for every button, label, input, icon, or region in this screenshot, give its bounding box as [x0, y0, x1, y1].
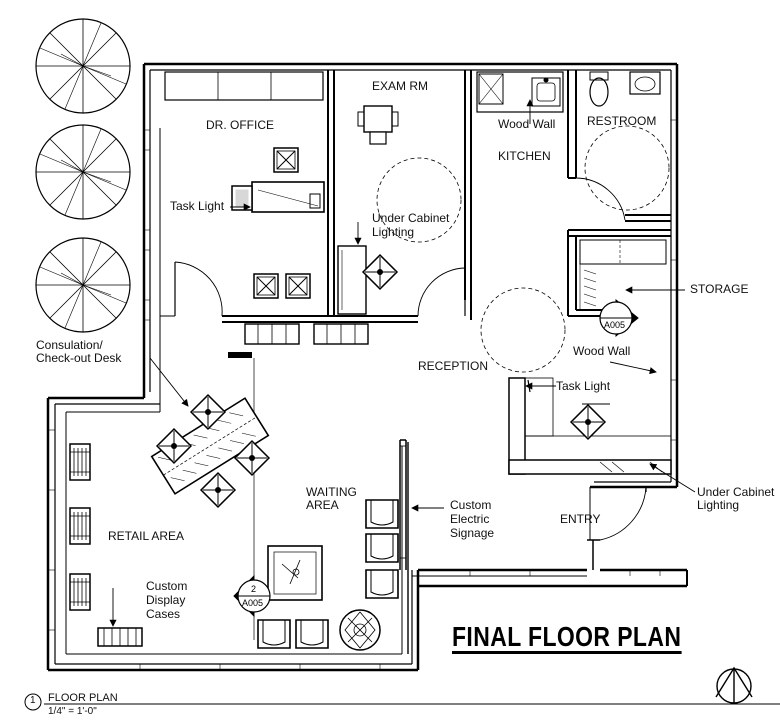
note-under-cabinet-1b: Lighting [372, 225, 415, 239]
door-swings [174, 125, 670, 541]
coffee-table [267, 545, 323, 601]
caption-scale: 1/4" = 1'-0" [48, 706, 97, 717]
signage-panel [399, 445, 407, 559]
note-display-2: Display [146, 593, 186, 607]
section-marker-1-sheet: A005 [604, 320, 626, 330]
office-guest-chair-1 [253, 273, 279, 299]
note-task-light-office: Task Light [170, 199, 225, 213]
room-label-waiting: WAITING [306, 485, 357, 499]
display-case-bottom [97, 627, 143, 647]
room-label-exam: EXAM RM [372, 79, 429, 93]
caption-number-circle [24, 693, 42, 711]
note-under-cabinet-1a: Under Cabinet [372, 211, 450, 225]
note-under-cabinet-2b: Lighting [697, 498, 740, 512]
reception-desk [508, 377, 672, 475]
waiting-chair-4 [257, 619, 291, 649]
note-under-cabinet-2a: Under Cabinet [697, 485, 775, 499]
interior-walls [160, 70, 671, 570]
reception-chair [570, 404, 606, 440]
waiting-chair-2 [365, 533, 399, 563]
exam-cabinet [337, 245, 367, 315]
north-arrow-icon [715, 666, 753, 704]
room-label-reception: RECEPTION [418, 359, 489, 373]
room-label-retail: RETAIL AREA [108, 529, 185, 543]
office-desk-chair [273, 147, 299, 173]
room-label-area: AREA [306, 498, 339, 512]
office-upper-cabinets [164, 71, 324, 101]
note-wood-wall-reception: Wood Wall [573, 344, 631, 358]
note-display-1: Custom [146, 579, 188, 593]
display-case-3 [69, 573, 91, 611]
consult-chair-4 [200, 472, 236, 508]
section-marker-2-number: 2 [251, 584, 257, 594]
section-marker-2 [233, 574, 271, 618]
office-guest-chair-2 [285, 273, 311, 299]
room-label-kitchen: KITCHEN [498, 149, 551, 163]
note-consultation-1: Consulation/ [36, 338, 103, 352]
room-label-restroom: RESTROOM [587, 114, 657, 128]
exterior-walls [46, 62, 688, 672]
tree-1 [35, 18, 131, 114]
display-case-2 [69, 507, 91, 545]
reception-bar-seats [244, 323, 369, 345]
kitchen-cabinets [476, 71, 564, 113]
room-label-dr-office: DR. OFFICE [206, 118, 274, 132]
waiting-chair-3 [365, 569, 399, 599]
waiting-chair-5 [295, 619, 329, 649]
room-label-storage: STORAGE [690, 282, 749, 296]
note-consultation-2: Check-out Desk [36, 351, 122, 365]
window-marks [48, 119, 677, 670]
section-marker-2-sheet: A005 [242, 598, 264, 608]
plan-title: FINAL FLOOR PLAN [452, 622, 682, 655]
caption-number: 1 [30, 695, 36, 706]
note-wood-wall-kitchen: Wood Wall [498, 117, 556, 131]
round-plant [339, 609, 381, 651]
exam-stool [362, 254, 398, 290]
section-marker-1 [599, 298, 639, 338]
tree-2 [35, 124, 131, 220]
office-desk [231, 181, 325, 213]
note-signage-2: Electric [450, 512, 490, 526]
note-task-light-reception: Task Light [556, 379, 611, 393]
note-signage-1: Custom [450, 498, 492, 512]
waiting-chair-1 [365, 499, 399, 529]
leader-arrows [109, 99, 696, 627]
note-signage-3: Signage [450, 526, 495, 540]
tree-3 [35, 237, 131, 333]
caption-name: FLOOR PLAN [48, 692, 118, 704]
consultation-desk [150, 397, 270, 495]
note-display-3: Cases [146, 607, 181, 621]
display-case-1 [69, 443, 91, 481]
room-label-entry: ENTRY [560, 512, 601, 526]
exam-chair [357, 105, 399, 145]
restroom-fixtures [589, 71, 661, 107]
column-marker [228, 352, 252, 358]
